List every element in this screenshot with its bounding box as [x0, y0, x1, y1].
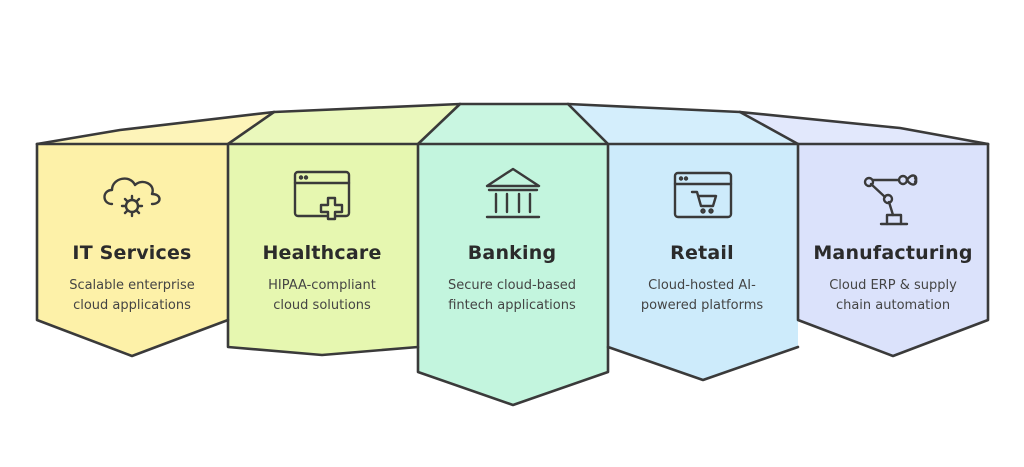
bank-building-icon [485, 167, 541, 219]
segment-description-retail: Cloud-hosted AI- powered platforms [612, 276, 792, 316]
banking-outline [416, 142, 610, 407]
segment-title-retail: Retail [670, 242, 734, 264]
segment-description-manufacturing: Cloud ERP & supply chain automation [802, 276, 984, 316]
cloud-gear-icon [103, 177, 161, 218]
healthcare-top-fill [228, 104, 460, 144]
segment-description-line: Scalable enterprise [69, 278, 195, 293]
retail-top-fill [568, 104, 798, 144]
shopping-cart-window-icon [673, 171, 733, 219]
top-divider-2 [416, 102, 462, 146]
manufacturing-fill [798, 144, 988, 356]
healthcare-outline [226, 318, 420, 357]
banking-fill [418, 144, 608, 405]
segment-fills [37, 104, 988, 405]
segment-description-line: powered platforms [640, 298, 764, 313]
segment-title-it-services: IT Services [72, 242, 192, 264]
medical-window-icon [293, 170, 351, 221]
top-divider-4 [738, 110, 800, 146]
segment-description-line: cloud applications [73, 298, 191, 313]
segment-title-banking: Banking [467, 242, 557, 264]
segment-description-healthcare: HIPAA-compliant cloud solutions [232, 276, 412, 316]
top-divider-1 [226, 110, 276, 146]
it-services-outline [35, 142, 230, 358]
retail-outline [606, 345, 800, 382]
segment-description-line: cloud solutions [273, 298, 371, 313]
segment-description-line: HIPAA-compliant [268, 278, 376, 293]
top-divider-3 [566, 102, 610, 146]
healthcare-fill [228, 144, 418, 355]
segment-title-manufacturing: Manufacturing [813, 242, 973, 264]
manufacturing-outline [796, 142, 990, 358]
it-services-fill [37, 144, 228, 356]
segment-description-banking: Secure cloud-based fintech applications [422, 276, 602, 316]
segment-description-line: chain automation [835, 298, 951, 313]
banking-top-fill [418, 104, 608, 144]
segment-description-line: Cloud ERP & supply [829, 278, 957, 293]
segment-description-line: Cloud-hosted AI- [648, 278, 756, 293]
segment-description-line: Secure cloud-based [448, 278, 576, 293]
manufacturing-top-fill [740, 112, 988, 144]
top-outline [35, 102, 990, 146]
segment-outlines [35, 102, 990, 407]
segment-description-line: fintech applications [448, 298, 576, 313]
segment-description-it-services: Scalable enterprise cloud applications [42, 276, 222, 316]
retail-fill [608, 144, 798, 380]
robotic-arm-icon [863, 174, 918, 226]
segment-title-healthcare: Healthcare [262, 242, 382, 264]
